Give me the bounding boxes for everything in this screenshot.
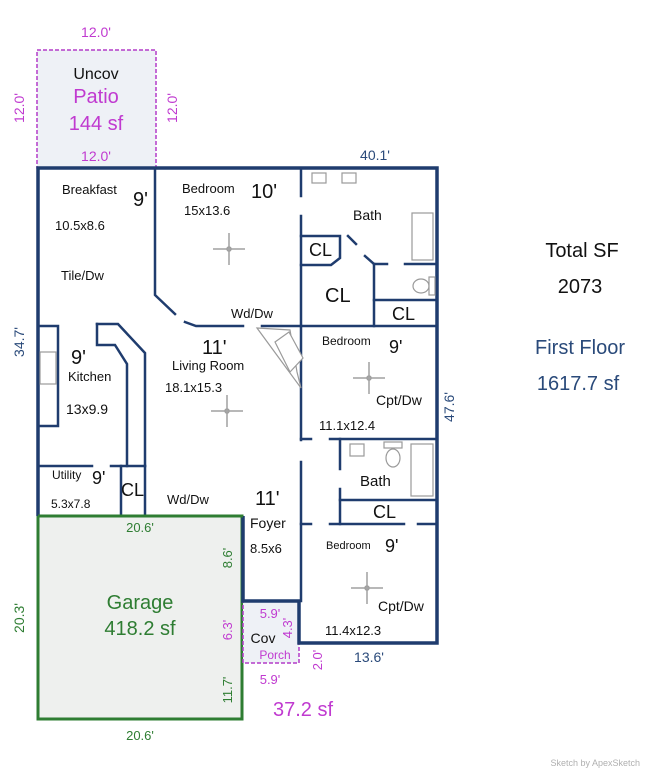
garage: 20.6' 20.6' 20.3' 8.6' 6.3' 11.7' Garage… <box>11 514 244 743</box>
closet-1: CL <box>309 240 332 260</box>
ceiling-fans <box>211 233 385 604</box>
utility-name: Utility <box>52 468 81 482</box>
bedroom2-size: 11.1x12.4 <box>319 418 375 433</box>
first-floor-label: First Floor <box>535 337 625 359</box>
bedroom3-floor: Cpt/Dw <box>378 598 425 614</box>
porch: 5.9' 4.3' Cov Porch 5.9' 2.0' 37.2 sf <box>242 599 333 721</box>
foyer-floor: Wd/Dw <box>167 492 210 507</box>
bath2-name: Bath <box>360 473 391 490</box>
house-exterior: 40.1' 34.7' 47.6' 13.6' <box>11 147 457 665</box>
breakfast-name: Breakfast <box>62 182 117 197</box>
bathtub-icon <box>411 212 434 261</box>
room-labels: Breakfast 9' 10.5x8.6 Tile/Dw Bedroom 10… <box>51 181 425 638</box>
garage-dim-top: 20.6' <box>126 520 154 535</box>
living-ceiling: 11' <box>202 337 227 359</box>
fixtures <box>39 172 436 497</box>
living-size: 18.1x15.3 <box>165 380 222 395</box>
sink-icon <box>311 172 327 184</box>
toilet-icon <box>412 278 430 294</box>
patio-title: Uncov <box>73 66 118 83</box>
bedroom2-ceiling: 9' <box>389 337 402 357</box>
garage-dim-bottom: 20.6' <box>126 728 154 743</box>
ceiling-fan-icon <box>211 395 243 427</box>
kitchen-size: 13x9.9 <box>66 401 108 417</box>
garage-dim-left: 20.3' <box>11 603 27 633</box>
garage-outline <box>36 514 244 721</box>
patio-dim-left: 12.0' <box>11 93 27 123</box>
garage-dim-right-porch: 6.3' <box>220 620 235 641</box>
ceiling-fan-icon <box>353 362 385 394</box>
porch-area: 37.2 sf <box>273 699 333 721</box>
garage-dim-right-upper: 8.6' <box>220 548 235 569</box>
utility-ceiling: 9' <box>92 468 105 488</box>
utility-size: 5.3x7.8 <box>51 497 91 511</box>
breakfast-size: 10.5x8.6 <box>55 218 105 233</box>
hearth-icon <box>274 331 304 374</box>
total-sf-label: Total SF <box>545 240 618 262</box>
porch-dim-bottom: 5.9' <box>260 672 281 687</box>
porch-dim-top: 5.9' <box>260 606 281 621</box>
kitchen-sink-icon <box>39 351 57 385</box>
foyer-name: Foyer <box>250 515 286 531</box>
interior-walls <box>36 166 439 603</box>
patio-dim-right: 12.0' <box>164 93 180 123</box>
watermark: Sketch by ApexSketch <box>550 758 640 768</box>
bedroom1-ceiling: 10' <box>251 181 277 203</box>
breakfast-ceiling: 9' <box>133 189 148 211</box>
total-sf-value: 2073 <box>558 276 603 298</box>
bedroom3-name: Bedroom <box>326 540 371 552</box>
bedroom1-size: 15x13.6 <box>184 203 230 218</box>
hall-floor: Wd/Dw <box>231 306 274 321</box>
bedroom3-ceiling: 9' <box>385 536 398 556</box>
bath1-name: Bath <box>353 207 382 223</box>
bathtub-icon <box>410 443 434 497</box>
porch-dim-offset: 2.0' <box>310 650 325 671</box>
living-name: Living Room <box>172 358 244 373</box>
house-dim-right: 47.6' <box>441 392 457 422</box>
garage-dim-right-lower: 11.7' <box>220 677 235 704</box>
bedroom3-size: 11.4x12.3 <box>325 623 381 638</box>
patio-dim-bottom: 12.0' <box>81 148 111 164</box>
porch-title: Cov <box>251 630 276 646</box>
foyer-size: 8.5x6 <box>250 541 282 556</box>
ceiling-fan-icon <box>213 233 245 265</box>
closet-3: CL <box>392 304 415 324</box>
patio: 12.0' 12.0' 12.0' 12.0' Uncov Patio 144 … <box>11 24 180 169</box>
closet-2: CL <box>325 285 351 307</box>
garage-area: 418.2 sf <box>104 618 176 640</box>
house-dim-top: 40.1' <box>360 147 390 163</box>
porch-name: Porch <box>259 648 290 662</box>
ceiling-fan-icon <box>351 572 383 604</box>
kitchen-name: Kitchen <box>68 369 111 384</box>
bedroom2-floor: Cpt/Dw <box>376 392 423 408</box>
house-dim-bottom-right: 13.6' <box>354 649 384 665</box>
first-floor-value: 1617.7 sf <box>537 373 620 395</box>
porch-dim-right: 4.3' <box>280 618 295 639</box>
toilet-tank-icon <box>428 276 436 296</box>
closet-5: CL <box>121 480 144 500</box>
patio-name: Patio <box>73 86 119 108</box>
sink-icon <box>349 443 365 457</box>
sink-icon <box>341 172 357 184</box>
garage-name: Garage <box>107 592 174 614</box>
toilet-tank-icon <box>383 441 403 449</box>
closet-4: CL <box>373 502 396 522</box>
foyer-ceiling: 11' <box>255 488 280 510</box>
patio-outline <box>36 49 157 169</box>
area-summary: Total SF 2073 First Floor 1617.7 sf <box>535 240 625 395</box>
kitchen-ceiling: 9' <box>71 347 86 369</box>
breakfast-floor: Tile/Dw <box>61 268 104 283</box>
toilet-icon <box>385 448 401 468</box>
bedroom1-name: Bedroom <box>182 181 235 196</box>
bedroom2-name: Bedroom <box>322 334 371 348</box>
porch-outline <box>242 600 300 664</box>
patio-area: 144 sf <box>69 113 124 135</box>
house-dim-left: 34.7' <box>11 327 27 357</box>
patio-dim-top: 12.0' <box>81 24 111 40</box>
